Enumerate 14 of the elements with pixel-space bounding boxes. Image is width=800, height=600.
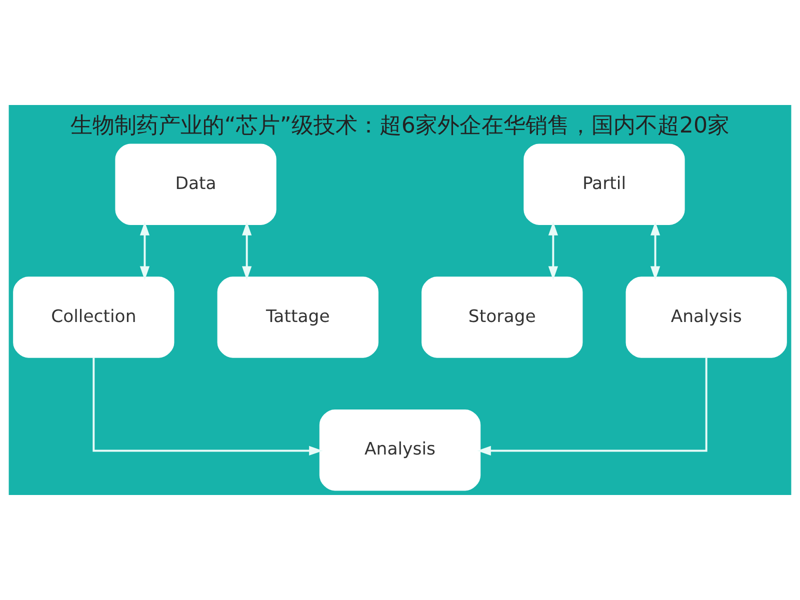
arrow: [477, 357, 708, 456]
arrow: [140, 222, 150, 280]
node-box: Collection: [13, 276, 174, 358]
node-box: Partil: [524, 144, 685, 225]
diagram-title: 生物制药产业的“芯片”级技术：超6家外企在华销售，国内不超20家: [70, 112, 730, 139]
node-box: Data: [115, 144, 276, 225]
node-box: Storage: [422, 276, 583, 358]
node-box: Analysis: [626, 276, 787, 358]
arrow: [650, 222, 660, 280]
node-box: Tattage: [217, 276, 378, 358]
node-box: Analysis: [319, 410, 481, 491]
arrow: [92, 357, 323, 456]
arrow: [548, 222, 558, 280]
arrow: [242, 222, 252, 280]
